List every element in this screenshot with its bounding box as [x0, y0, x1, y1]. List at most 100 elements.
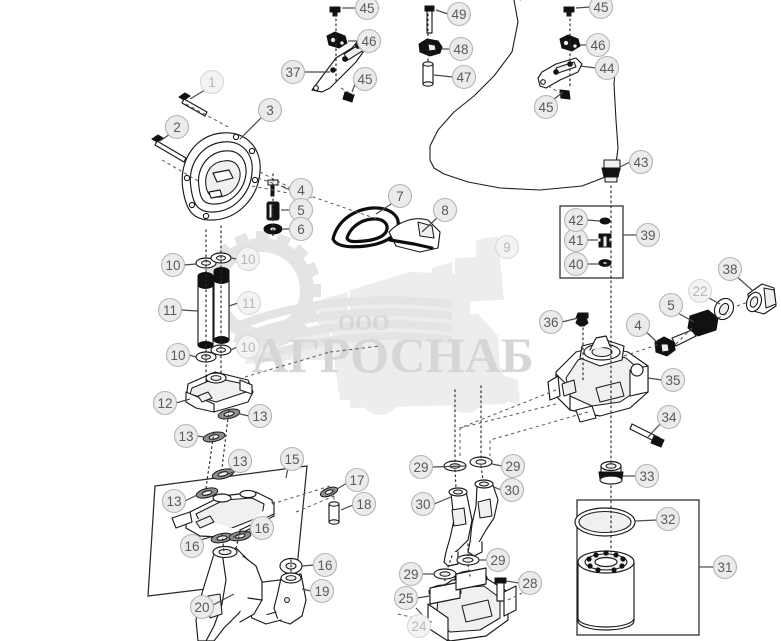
- callout-1[interactable]: 1: [199, 69, 225, 95]
- callout-bubble: [499, 477, 525, 503]
- part-pump-35: [547, 335, 649, 423]
- callout-18[interactable]: 18: [351, 491, 377, 517]
- callout-39[interactable]: 39: [635, 222, 661, 248]
- callout-36[interactable]: 36: [538, 309, 564, 335]
- callout-bubble: [235, 246, 261, 272]
- callout-38[interactable]: 38: [717, 256, 743, 282]
- callout-bubble: [393, 585, 419, 611]
- callout-29[interactable]: 29: [485, 547, 511, 573]
- callout-24[interactable]: 24: [406, 613, 432, 639]
- callout-10[interactable]: 10: [160, 252, 186, 278]
- callout-30[interactable]: 30: [410, 491, 436, 517]
- callout-bubble: [165, 342, 191, 368]
- callout-37[interactable]: 37: [280, 59, 306, 85]
- callout-46[interactable]: 46: [356, 28, 382, 54]
- callout-5[interactable]: 5: [658, 292, 684, 318]
- callout-25[interactable]: 25: [393, 585, 419, 611]
- callout-3[interactable]: 3: [257, 97, 283, 123]
- part-fitting-36: [575, 312, 589, 327]
- part-gasket-13-c: [211, 468, 235, 480]
- callout-33[interactable]: 33: [634, 463, 660, 489]
- callout-bubble: [408, 454, 434, 480]
- callout-10[interactable]: 10: [235, 246, 261, 272]
- callout-9[interactable]: 9: [494, 234, 520, 260]
- part-nut-45-right-lower: [559, 89, 571, 100]
- callout-48[interactable]: 48: [448, 36, 474, 62]
- watermark-prefix: ООО: [338, 310, 389, 335]
- callout-10[interactable]: 10: [235, 334, 261, 360]
- callout-13[interactable]: 13: [173, 423, 199, 449]
- part-clamp-46-right: [559, 34, 581, 52]
- callout-17[interactable]: 17: [344, 467, 370, 493]
- callout-bubble: [712, 554, 738, 580]
- callout-bubble: [257, 97, 283, 123]
- part-fitting-48: [418, 38, 443, 57]
- callout-32[interactable]: 32: [655, 506, 681, 532]
- callout-bubble: [280, 59, 306, 85]
- part-nut-45-left-lower: [342, 91, 355, 103]
- callout-42[interactable]: 42: [563, 207, 589, 233]
- callout-bubble: [288, 216, 314, 242]
- callout-45[interactable]: 45: [352, 66, 378, 92]
- callout-bubble: [235, 334, 261, 360]
- callout-28[interactable]: 28: [517, 570, 543, 596]
- callout-16[interactable]: 16: [249, 515, 275, 541]
- callout-bubble: [354, 0, 380, 21]
- part-tube-30-a: [443, 487, 473, 567]
- callout-47[interactable]: 47: [451, 64, 477, 90]
- callout-11[interactable]: 11: [236, 290, 262, 316]
- callout-22[interactable]: 22: [687, 278, 713, 304]
- callout-2[interactable]: 2: [164, 114, 190, 140]
- callout-43[interactable]: 43: [628, 149, 654, 175]
- callout-29[interactable]: 29: [398, 561, 424, 587]
- callout-bubble: [485, 547, 511, 573]
- callout-49[interactable]: 49: [446, 1, 472, 27]
- callout-46[interactable]: 46: [585, 32, 611, 58]
- callout-12[interactable]: 12: [152, 390, 178, 416]
- callout-bubble: [164, 114, 190, 140]
- part-oring-42: [599, 217, 611, 225]
- callout-45[interactable]: 45: [588, 0, 614, 20]
- callout-29[interactable]: 29: [500, 453, 526, 479]
- part-washer-40: [598, 259, 612, 267]
- callout-bubble: [655, 506, 681, 532]
- callout-bubble: [585, 32, 611, 58]
- callout-bubble: [448, 36, 474, 62]
- callout-34[interactable]: 34: [656, 404, 682, 430]
- callout-8[interactable]: 8: [432, 197, 458, 223]
- callout-bubble: [247, 403, 273, 429]
- callout-44[interactable]: 44: [594, 55, 620, 81]
- callout-bubble: [656, 404, 682, 430]
- callout-4[interactable]: 4: [625, 312, 651, 338]
- callout-16[interactable]: 16: [179, 533, 205, 559]
- part-seal-7: [331, 206, 400, 249]
- callout-40[interactable]: 40: [563, 251, 589, 277]
- callout-29[interactable]: 29: [408, 454, 434, 480]
- callout-bubble: [625, 312, 651, 338]
- callout-11[interactable]: 11: [157, 297, 183, 323]
- callout-bubble: [717, 256, 743, 282]
- callout-13[interactable]: 13: [161, 488, 187, 514]
- callout-16[interactable]: 16: [312, 552, 338, 578]
- callout-13[interactable]: 13: [227, 448, 253, 474]
- callout-bubble: [309, 578, 335, 604]
- callout-31[interactable]: 31: [712, 554, 738, 580]
- callout-6[interactable]: 6: [288, 216, 314, 242]
- leader-lines: [159, 6, 753, 621]
- callout-45[interactable]: 45: [533, 94, 559, 120]
- part-seal-17: [319, 486, 339, 498]
- callout-bubble: [398, 561, 424, 587]
- callout-10[interactable]: 10: [165, 342, 191, 368]
- callout-13[interactable]: 13: [247, 403, 273, 429]
- callout-15[interactable]: 15: [279, 446, 305, 472]
- callout-30[interactable]: 30: [499, 477, 525, 503]
- part-pump-body-25: [427, 567, 517, 641]
- part-bushing-18: [328, 501, 340, 525]
- callout-19[interactable]: 19: [309, 578, 335, 604]
- callout-20[interactable]: 20: [189, 594, 215, 620]
- callout-35[interactable]: 35: [660, 367, 686, 393]
- callout-7[interactable]: 7: [387, 183, 413, 209]
- part-cover-8: [388, 218, 441, 253]
- callout-45[interactable]: 45: [354, 0, 380, 21]
- part-housing-cover-3: [181, 132, 261, 221]
